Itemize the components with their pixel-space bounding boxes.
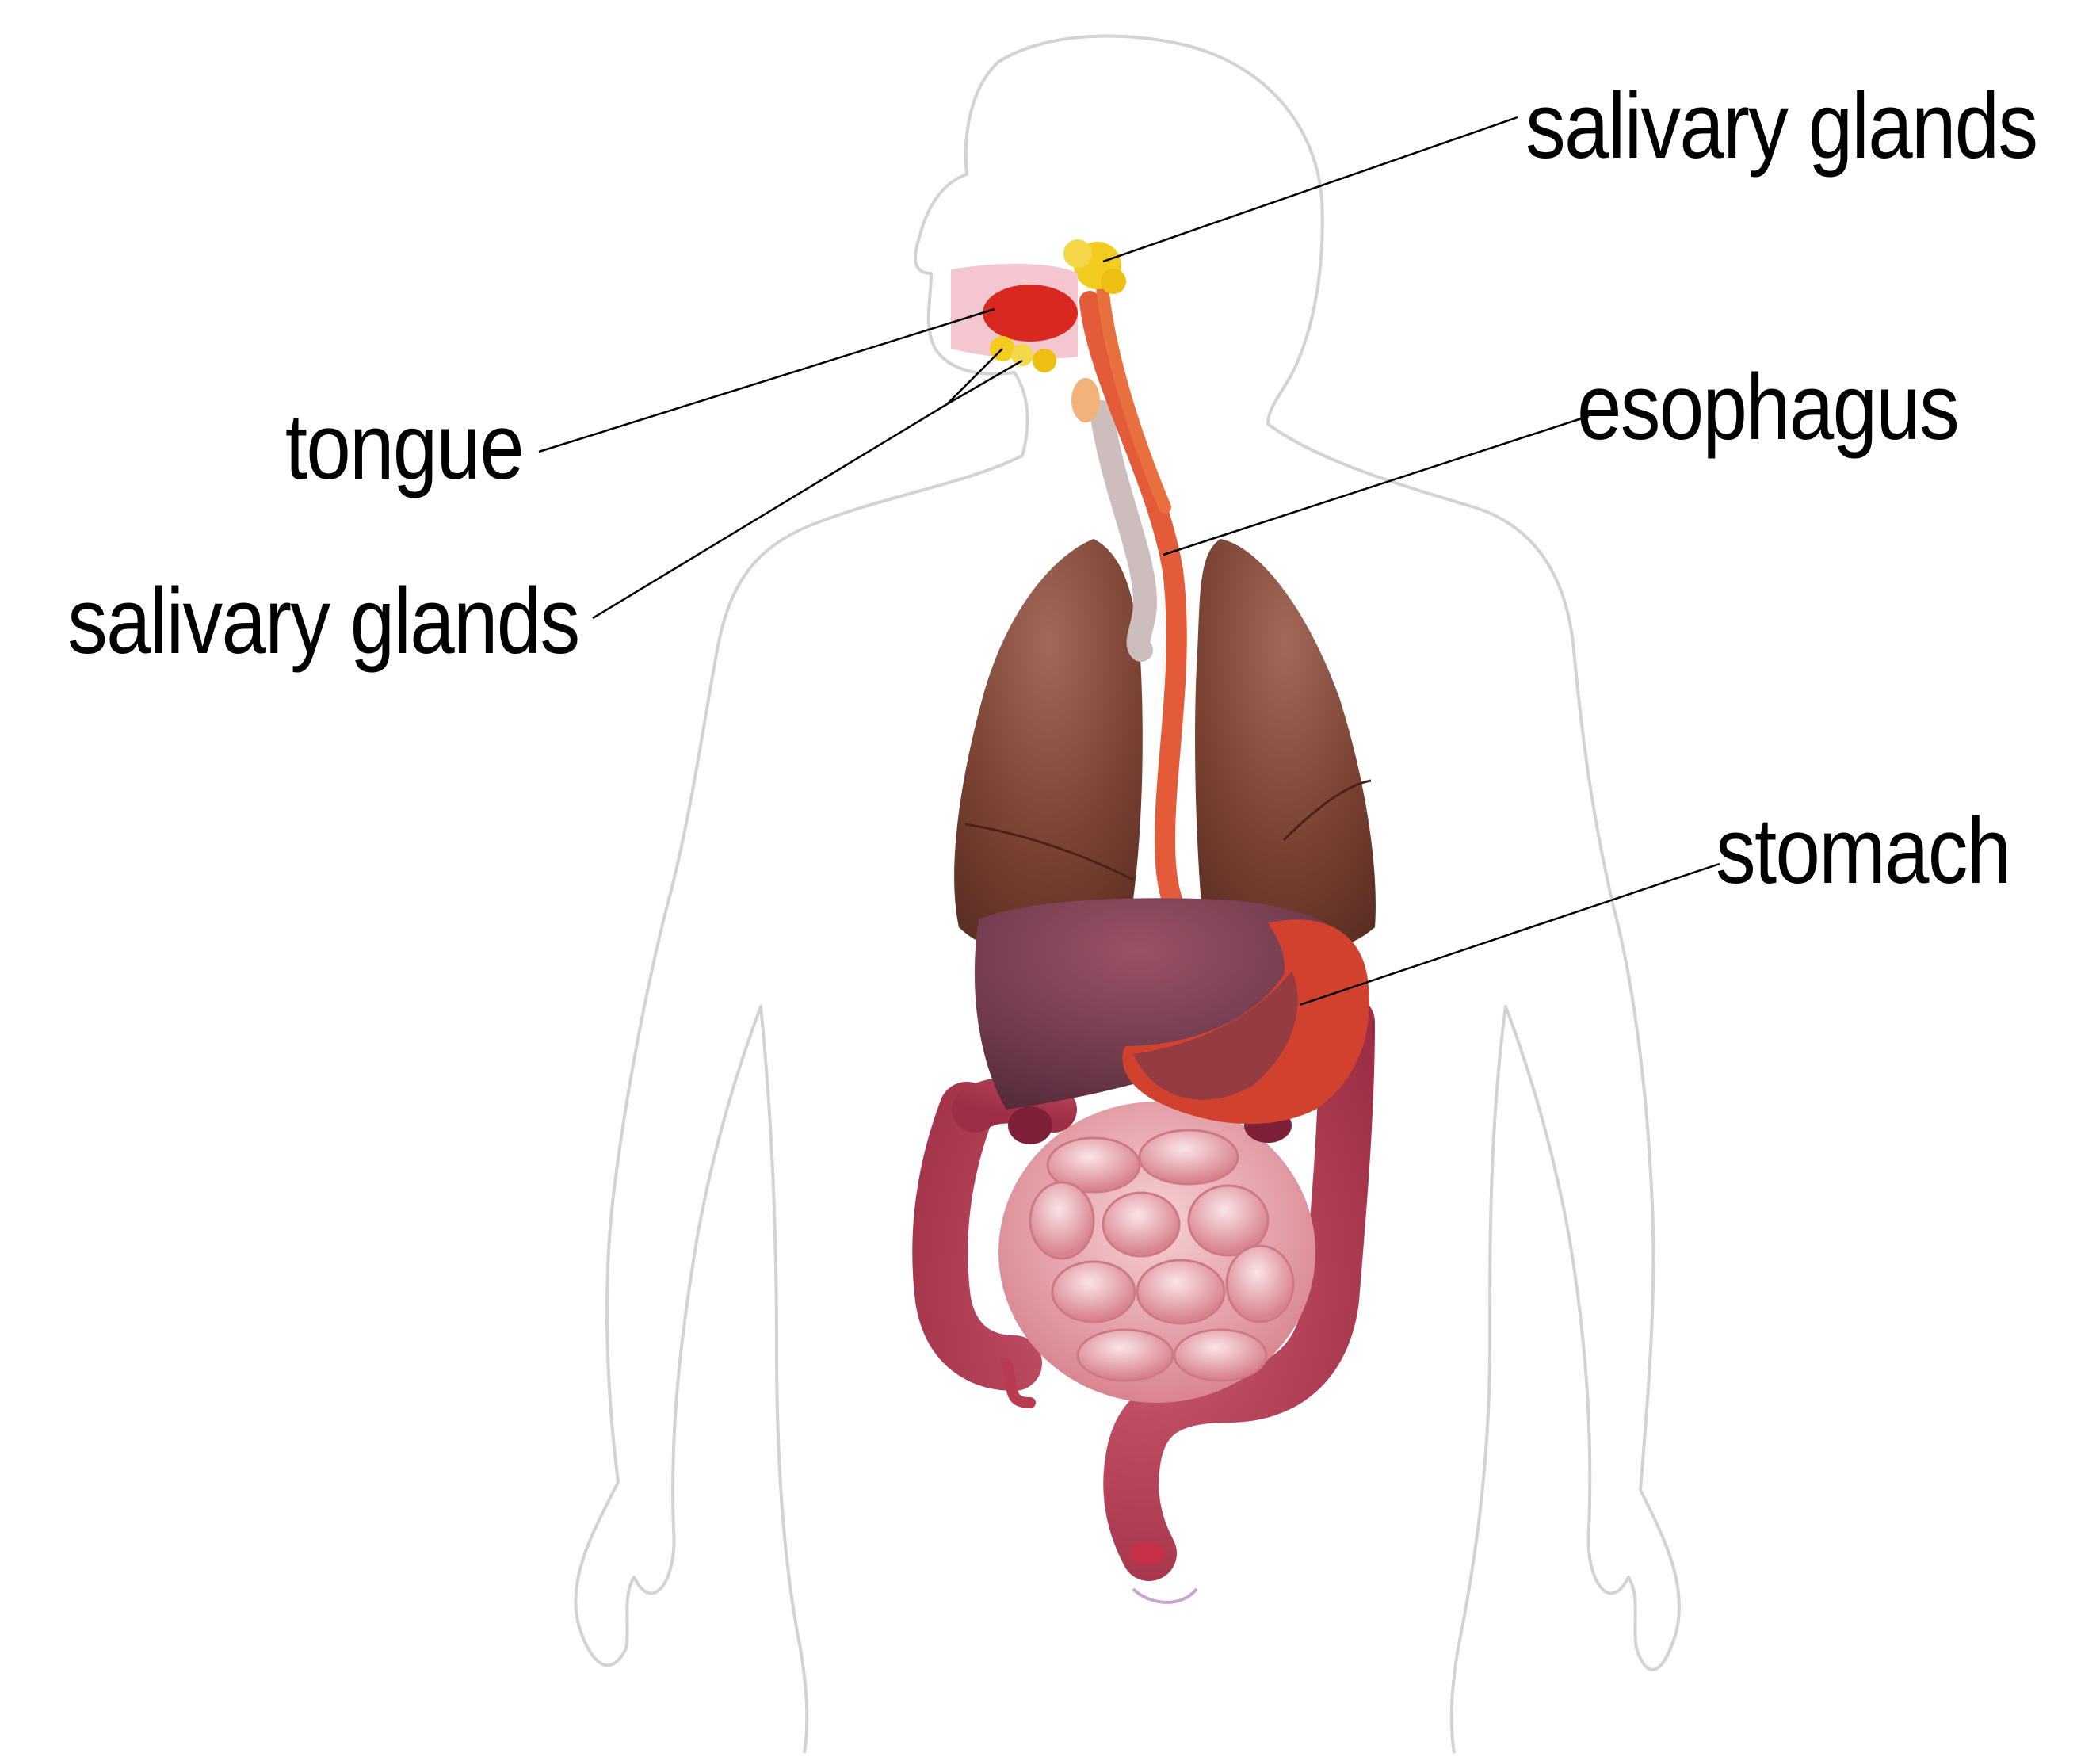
right-lung	[954, 539, 1143, 956]
label-esophagus: esophagus	[1577, 361, 1958, 454]
label-stomach: stomach	[1716, 804, 2010, 898]
label-tongue: tongue	[285, 400, 523, 494]
tongue	[983, 285, 1078, 342]
left-lung	[1195, 539, 1376, 954]
thyroid-gland	[1071, 378, 1100, 422]
leader-line-salivary-bottom	[593, 349, 1022, 618]
body-outline-left	[575, 238, 1027, 1753]
label-salivary-glands-upper: salivary glands	[1525, 79, 2037, 173]
rectum	[1130, 1542, 1165, 1564]
label-salivary-glands-lower: salivary glands	[67, 575, 578, 668]
leader-line-tongue	[539, 309, 995, 452]
groin-outline	[1133, 1589, 1197, 1602]
leader-line-salivary-top	[1103, 117, 1518, 262]
